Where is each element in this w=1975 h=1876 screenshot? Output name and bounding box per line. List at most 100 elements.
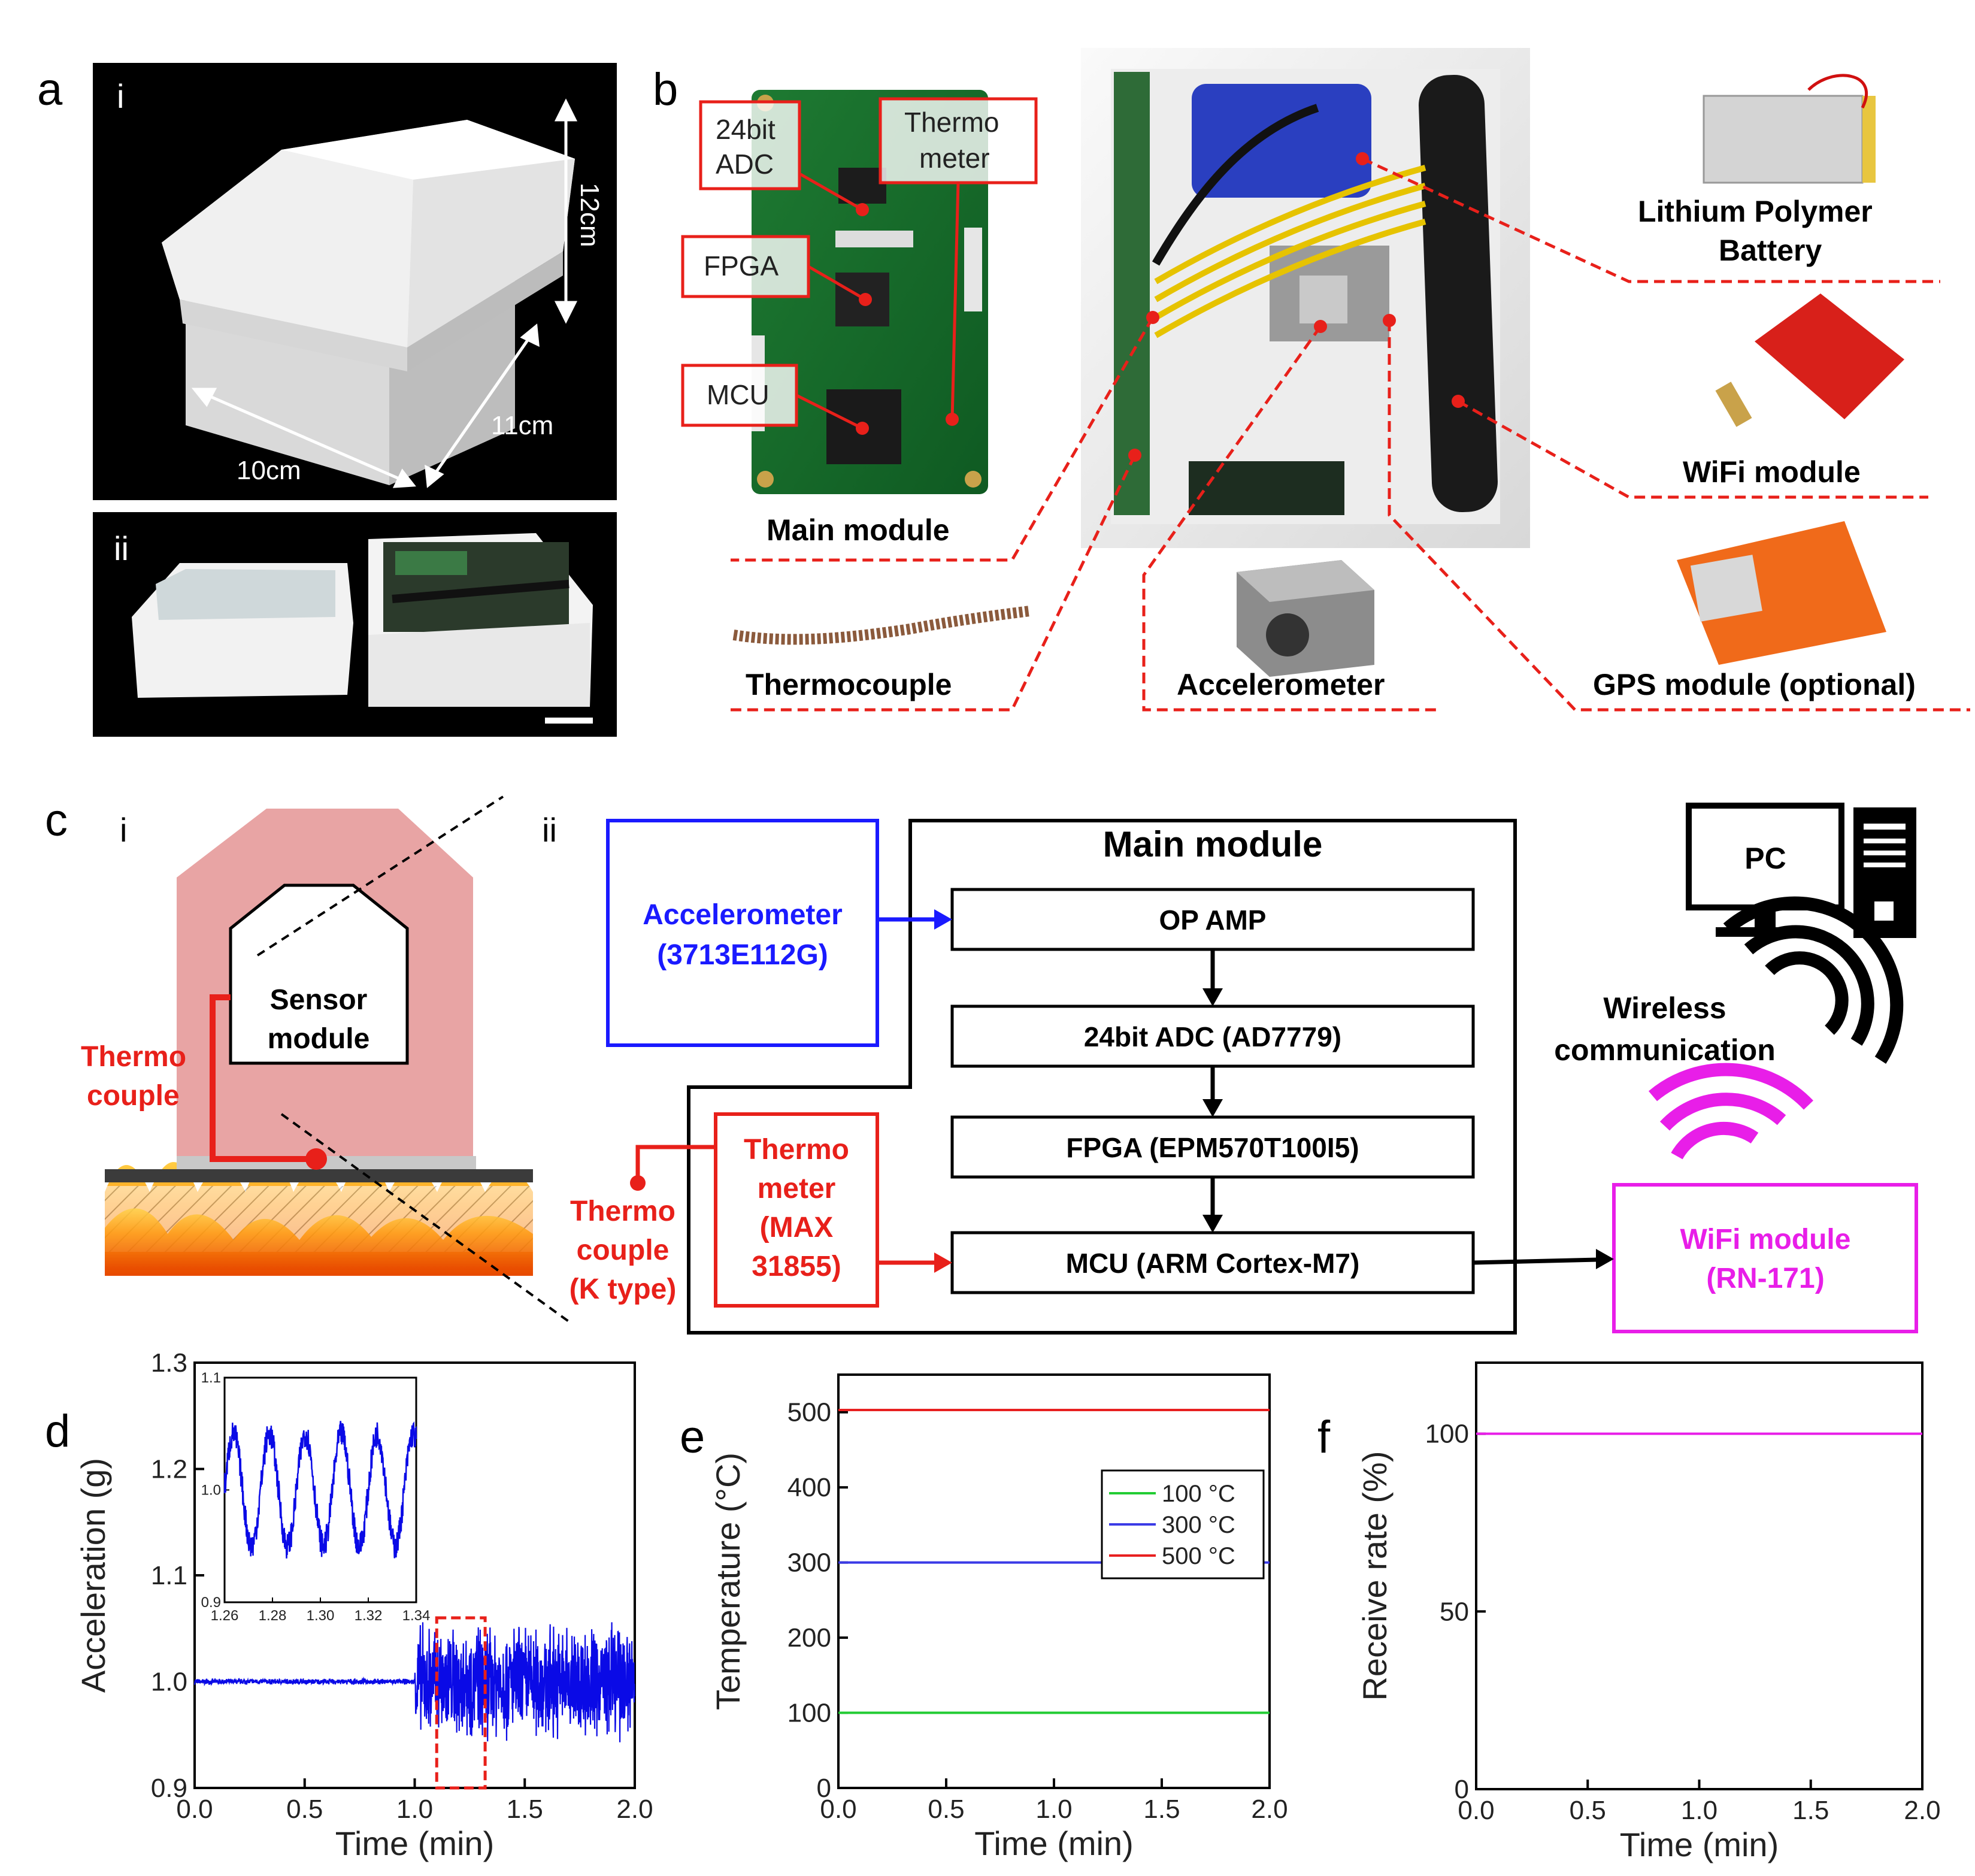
probe-label-1: Thermo bbox=[570, 1196, 676, 1227]
y-tick-label: 400 bbox=[787, 1473, 831, 1502]
y-tick-label: 50 bbox=[1440, 1597, 1469, 1626]
panel-d-letter: d bbox=[45, 1406, 70, 1457]
panel-c-letter: c bbox=[45, 795, 68, 846]
inset-y-tick-label: 0.9 bbox=[201, 1594, 221, 1611]
op-amp-box bbox=[950, 888, 1475, 951]
probe-label-3: (K type) bbox=[570, 1273, 677, 1305]
highlight-box bbox=[435, 1616, 487, 1790]
y-tick-label: 300 bbox=[787, 1548, 831, 1578]
legend-label: 100 °C bbox=[1162, 1481, 1235, 1507]
x-tick-label: 1.5 bbox=[507, 1795, 543, 1824]
battery-photo bbox=[1703, 74, 1876, 184]
panel-f-letter: f bbox=[1317, 1412, 1331, 1463]
wireless-label-2: communication bbox=[1554, 1033, 1775, 1067]
caption-accelerometer: Accelerometer bbox=[1177, 668, 1385, 701]
inset-x-tick-label: 1.30 bbox=[307, 1608, 335, 1624]
wireless-icon-black bbox=[1723, 896, 1904, 1064]
inset-frame bbox=[223, 1376, 417, 1603]
caption-battery-2: Battery bbox=[1719, 234, 1822, 267]
wifi-module-label-1: WiFi module bbox=[1680, 1224, 1851, 1255]
y-tick-label: 200 bbox=[787, 1623, 831, 1653]
x-tick-label: 0.5 bbox=[1570, 1796, 1606, 1825]
wifi-photo bbox=[1715, 293, 1904, 427]
x-tick-label: 0.0 bbox=[820, 1795, 856, 1824]
accelerometer-box bbox=[606, 819, 879, 1047]
inset-x-tick-label: 1.34 bbox=[402, 1608, 431, 1624]
x-tick-label: 1.0 bbox=[1681, 1796, 1717, 1825]
thermocouple-label-1: Thermo bbox=[81, 1041, 186, 1073]
x-tick-label: 0.0 bbox=[176, 1795, 213, 1824]
sensor-module-label-1: Sensor bbox=[270, 984, 368, 1016]
probe-label-2: couple bbox=[577, 1234, 670, 1266]
y-tick-label: 500 bbox=[787, 1398, 831, 1427]
op-amp-label: OP AMP bbox=[1159, 904, 1267, 936]
fpga-label: FPGA (EPM570T100I5) bbox=[1066, 1132, 1359, 1163]
inset-x-tick-label: 1.32 bbox=[355, 1608, 383, 1624]
sensor-module-box bbox=[229, 883, 409, 1065]
x-axis-label: Time (min) bbox=[1620, 1826, 1779, 1863]
series-acceleration bbox=[193, 1622, 635, 1742]
panel-b: b 24bit ADC Thermo bbox=[653, 48, 1970, 712]
y-tick-label: 1.3 bbox=[151, 1348, 187, 1378]
board-callouts bbox=[681, 97, 1038, 430]
legend-label: 300 °C bbox=[1162, 1512, 1235, 1538]
fpga-box bbox=[950, 1115, 1475, 1179]
panel-e-letter: e bbox=[680, 1412, 705, 1463]
x-tick-label: 1.5 bbox=[1143, 1795, 1180, 1824]
thermometer-label-4: 31855) bbox=[752, 1251, 841, 1282]
subpanel-a-ii-label: ii bbox=[114, 529, 129, 567]
thermocouple-label-2: couple bbox=[87, 1080, 180, 1112]
dim-depth: 11cm bbox=[491, 411, 553, 440]
x-tick-label: 1.5 bbox=[1792, 1796, 1829, 1825]
block-diagram bbox=[606, 819, 1918, 1335]
open-box-photo bbox=[132, 533, 593, 707]
thermocouple-photo bbox=[732, 606, 1031, 645]
inset-x-tick-label: 1.28 bbox=[259, 1608, 287, 1624]
inset-y-tick-label: 1.1 bbox=[201, 1370, 221, 1386]
accelerometer-label-1: Accelerometer bbox=[643, 899, 843, 931]
board-callout-dots bbox=[856, 203, 959, 435]
dim-width: 10cm bbox=[237, 456, 301, 485]
y-tick-label: 1.1 bbox=[151, 1561, 187, 1590]
accelerometer-photo bbox=[1237, 560, 1374, 677]
y-tick-label: 100 bbox=[787, 1699, 831, 1728]
caption-battery-1: Lithium Polymer bbox=[1638, 195, 1873, 228]
y-axis-label: Temperature (°C) bbox=[709, 1453, 747, 1710]
sensor-box-photo bbox=[162, 120, 575, 485]
panel-a: a i 12cm 11cm 10cm ii bbox=[37, 63, 617, 737]
x-tick-label: 1.0 bbox=[1035, 1795, 1072, 1824]
y-tick-label: 0 bbox=[1455, 1775, 1469, 1804]
thermometer-box bbox=[714, 1112, 879, 1308]
wireless-icon-magenta bbox=[1648, 1063, 1813, 1160]
gps-photo bbox=[1677, 521, 1886, 665]
x-tick-label: 2.0 bbox=[1904, 1796, 1940, 1825]
y-tick-label: 1.2 bbox=[151, 1455, 187, 1484]
pc-label: PC bbox=[1744, 842, 1786, 875]
pc-icon bbox=[1686, 803, 1916, 938]
plot-frame bbox=[1475, 1361, 1923, 1790]
scale-bar bbox=[545, 718, 593, 724]
y-tick-label: 0 bbox=[817, 1774, 831, 1803]
subpanel-c-i-label: i bbox=[120, 811, 127, 849]
x-axis-label: Time (min) bbox=[335, 1824, 494, 1862]
enclosure-callout-dots bbox=[1128, 152, 1465, 462]
thermometer-label-3: (MAX bbox=[760, 1212, 834, 1243]
x-tick-label: 2.0 bbox=[1251, 1795, 1288, 1824]
x-tick-label: 0.5 bbox=[286, 1795, 323, 1824]
enclosure-photo bbox=[1081, 48, 1530, 548]
x-tick-label: 0.0 bbox=[1458, 1796, 1494, 1825]
inset-series bbox=[223, 1421, 417, 1559]
thermometer-label-2: meter bbox=[758, 1173, 836, 1205]
x-tick-label: 0.5 bbox=[928, 1795, 964, 1824]
wireless-label-1: Wireless bbox=[1603, 991, 1726, 1025]
dim-height: 12cm bbox=[575, 183, 604, 247]
caption-gps: GPS module (optional) bbox=[1593, 668, 1916, 701]
x-axis-label: Time (min) bbox=[974, 1824, 1133, 1862]
label-mcu: MCU bbox=[707, 379, 770, 410]
label-adc-1: 24bit bbox=[716, 114, 776, 145]
thermometer-label-1: Thermo bbox=[744, 1134, 849, 1166]
